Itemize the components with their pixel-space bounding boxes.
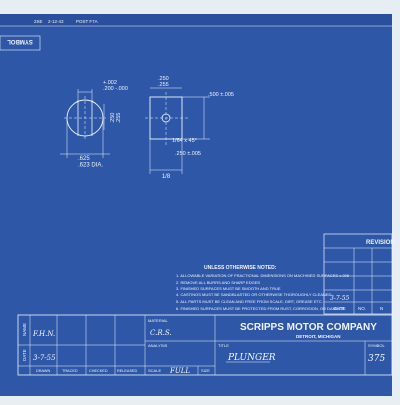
header-ref-3: POST F7A: [76, 19, 98, 24]
symbol-label: SYMBOL: [368, 343, 385, 348]
symbol-value: 375: [368, 354, 385, 364]
title-block: NAME DATE F.H.N. 3-7-55 DRAWN TRACED CHE…: [17, 314, 393, 376]
name-value: F.H.N.: [32, 330, 55, 338]
note-6: 6. FINISHED SURFACES MUST BE PROTECTED F…: [176, 306, 345, 311]
scale-label: SCALE: [148, 368, 161, 373]
header-ref-1: 2SE: [34, 19, 43, 24]
symbol-tab: SYMBOL: [0, 35, 41, 51]
name-label: NAME: [22, 323, 27, 336]
company-location: DETROIT, MICHIGAN: [296, 334, 341, 339]
title-value: PLUNGER: [227, 353, 276, 363]
dim-chamfer: 1/64 x 45°: [172, 138, 197, 144]
col-released: RELEASED: [117, 369, 138, 373]
dim-side-a: .250.255: [110, 113, 122, 124]
title-label: TITLE: [218, 343, 229, 348]
date-value: 3-7-55: [33, 354, 56, 362]
dim-right: .500 ±.005: [208, 92, 234, 98]
dim-bottom: .250 ±.005: [175, 151, 201, 157]
blueprint-paper: [0, 14, 392, 396]
scale-value: FULL: [169, 367, 190, 375]
date-label: DATE: [22, 349, 27, 361]
header-ref-2: 2-12-43: [48, 19, 64, 24]
header-strip: 2SE 2-12-43 POST F7A: [0, 19, 392, 27]
company-name: SCRIPPS MOTOR COMPANY: [240, 322, 377, 333]
analysis-label: ANALYSIS: [148, 343, 168, 348]
general-notes: UNLESS OTHERWISE NOTED: 1. ALLOWABLE VAR…: [176, 265, 350, 311]
notes-heading: UNLESS OTHERWISE NOTED:: [204, 265, 277, 271]
revision-header-date: DATE: [334, 306, 346, 311]
col-traced: TRACED: [62, 369, 78, 373]
revision-header-no: NO.: [358, 306, 366, 311]
revision-date-1: 3-7-55: [330, 295, 350, 302]
dim-top-left: +.002.200 -.000: [103, 80, 128, 92]
size-label: SIZE: [201, 368, 210, 373]
revision-header-n: N: [380, 306, 383, 311]
note-5: 5. ALL PARTS MUST BE CLEAN AND FREE FROM…: [176, 299, 323, 304]
note-1: 1. ALLOWABLE VARIATION OF FRACTIONAL DIM…: [176, 273, 350, 278]
dim-diameter: .625.623 DIA.: [78, 156, 103, 169]
revision-title: REVISION: [366, 240, 395, 246]
material-label: MATERIAL: [148, 318, 168, 323]
col-drawn: DRAWN: [36, 369, 50, 373]
dim-length: 1/8: [162, 174, 171, 180]
part-drawing: +.002.200 -.000 .250.255 .625.623 DIA. .…: [60, 76, 234, 180]
note-4: 4. CASTINGS MUST BE SANDBLASTED OR OTHER…: [176, 292, 332, 297]
col-checked: CHECKED: [89, 369, 108, 373]
revision-table: REVISION 3-7-55 DATE NO. N: [323, 233, 395, 315]
symbol-tab-label: SYMBOL: [7, 38, 33, 44]
note-2: 2. REMOVE ALL BURRS AND SHARP EDGES: [176, 280, 260, 285]
note-3: 3. FINISHED SURFACES MUST BE SMOOTH AND …: [176, 286, 281, 291]
material-value: C.R.S.: [150, 329, 172, 337]
dim-top-right: .250.255: [158, 76, 169, 88]
